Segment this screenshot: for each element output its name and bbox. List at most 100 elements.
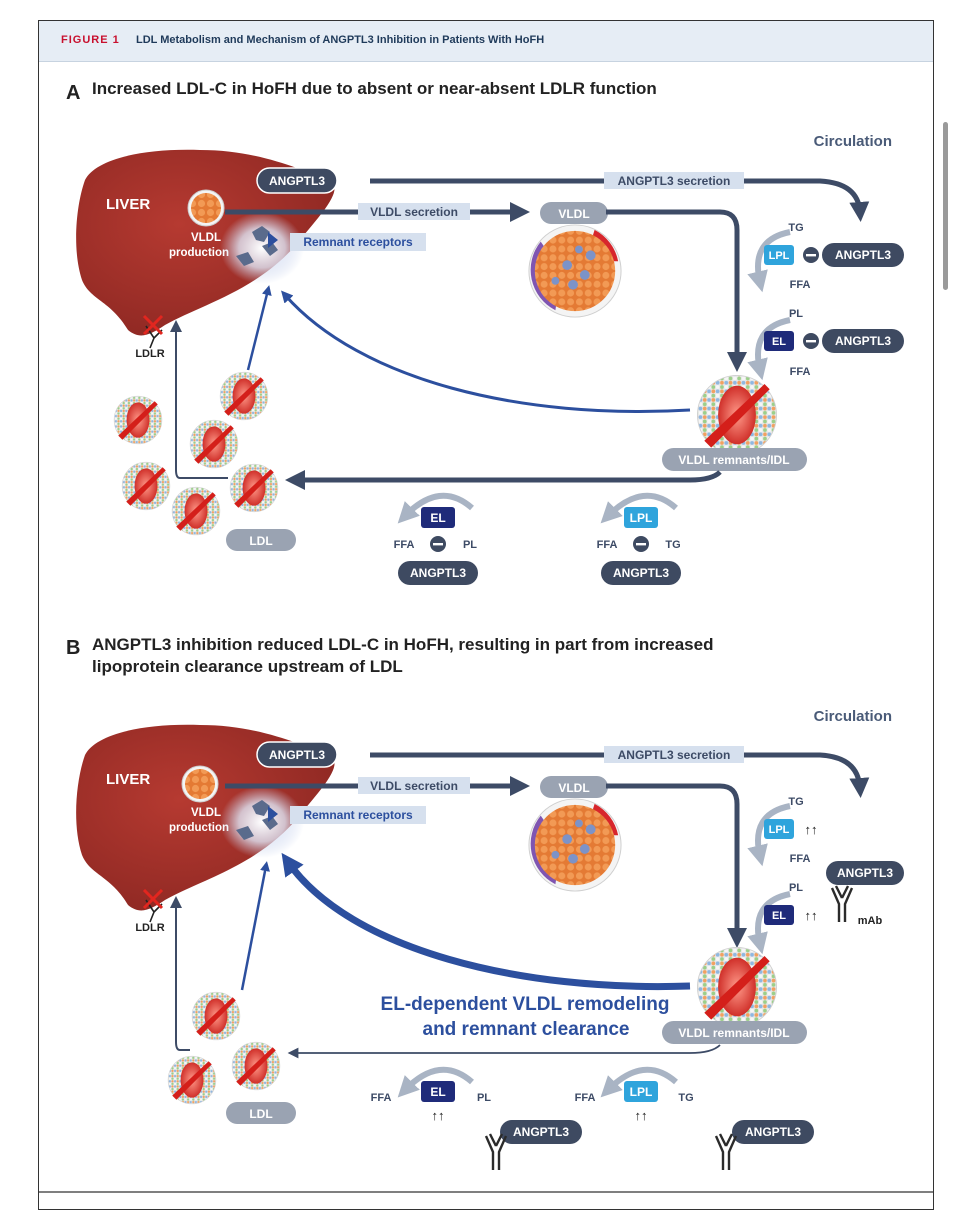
lpl-box-b [764,819,794,839]
tg-bottom-lpl-b: TG [678,1092,693,1104]
lpl-text-a: LPL [769,250,790,262]
remnant-receptors-bg-b [290,806,426,824]
remnant-to-ldl-arrow-b [287,1044,721,1059]
ffa-bottom-lpl-b: FFA [575,1092,596,1104]
el-box-a [764,331,794,351]
angptl3-bottom-el-pill-a [398,561,478,585]
ffa-label-b1: FFA [790,853,811,865]
el-bottom-up-arrows-b: ↑↑ [432,1108,445,1123]
angptl3-text-lpl-a: ANGPTL3 [835,248,891,262]
angptl3-secretion-label-a: ANGPTL3 secretion [618,174,731,188]
panel-b-title-line2: lipoprotein clearance upstream of LDL [92,657,403,676]
remodeling-label-1: EL-dependent VLDL remodeling [381,994,670,1015]
ldl-particle-a4 [121,461,171,511]
vldl-pill-a [540,202,608,224]
remnant-to-ldl-arrow-a [285,470,722,490]
remnant-receptor-shapes-b [236,800,278,840]
remnant-particle-a [697,375,777,455]
liver-vldl-particle-b [181,765,219,803]
lpl-text-b: LPL [769,824,790,836]
lpl-cycle-arrow-b [747,803,791,867]
pl-label-b: PL [789,882,803,894]
ldl-uptake-arrow-a [246,285,272,371]
angptl3-bottom-lpl-text-b: ANGPTL3 [745,1125,801,1139]
vldl-production-a-1: VLDL [191,232,221,244]
el-text-b: EL [772,910,786,922]
pl-bottom-el-b: PL [477,1092,491,1104]
liver-shape-a [76,149,335,336]
ldlr-x-icon-a [142,314,164,336]
lpl-bottom-box-a [624,507,658,528]
remnant-clearance-arrow-a [281,290,691,413]
el-bottom-cycle-b [397,1066,474,1098]
receptor-glow-b [220,786,304,858]
angptl3-bottom-el-text-a: ANGPTL3 [410,566,466,580]
ldlr-blocked-arrow-b [170,896,190,1051]
angptl3-bottom-lpl-pill-a [601,561,681,585]
el-cycle-arrow-a [747,317,791,381]
vldl-to-remnant-arrow-a [606,209,747,372]
remnant-receptor-icon-a [268,232,278,248]
mab-icon-bottom-lpl-b [714,1132,738,1172]
tg-label-b: TG [788,796,803,808]
liver-angptl3-pill-a [256,167,338,194]
pl-bottom-el-a: PL [463,539,477,551]
figure-header: FIGURE 1 LDL Metabolism and Mechanism of… [39,21,933,62]
lpl-bottom-text-a: LPL [630,511,653,525]
figure-label: FIGURE 1 [61,34,120,46]
receptor-glow-a [220,212,304,284]
panel-a-letter: A [66,82,81,104]
lpl-bottom-text-b: LPL [630,1085,653,1099]
ldl-particle-a2 [113,395,163,445]
liver-label-b: LIVER [106,771,150,788]
ldl-text-a: LDL [249,534,272,548]
vldl-to-remnant-arrow-b [606,783,747,948]
vldl-production-b-1: VLDL [191,807,221,819]
lpl-bottom-cycle-b [600,1066,678,1098]
angptl3-secretion-label-bg-a [604,172,744,189]
ldlr-x-icon-b [142,888,164,910]
liver-angptl3-pill-b [256,741,338,768]
ldlr-label-b: LDLR [135,922,164,934]
el-text-a: EL [772,336,786,348]
el-box-b [764,905,794,925]
tg-bottom-lpl-a: TG [665,539,680,551]
panel-b-title-line1: ANGPTL3 inhibition reduced LDL-C in HoFH… [92,635,714,654]
ldl-particle-a5 [229,463,279,513]
vldl-remnants-pill-b [662,1021,807,1044]
panel-a-title: Increased LDL-C in HoFH due to absent or… [92,79,657,98]
ldl-pill-b [226,1102,296,1124]
remnant-receptor-shapes-a [236,226,278,266]
panel-a-diagram: Circulation LIVER VLDL production ANGPTL… [76,133,904,585]
remnant-receptor-icon-b [268,806,278,822]
ldl-particle-a1 [219,371,269,421]
el-bottom-cycle-a [397,492,474,524]
ffa-label-a2: FFA [790,366,811,378]
ldlr-label-a: LDLR [135,348,164,360]
ldlr-blocked-arrow-a [170,320,228,479]
angptl3-pill-mab-b [826,861,904,885]
vldl-secretion-label-bg-b [358,777,470,794]
angptl3-text-mab-b: ANGPTL3 [837,866,893,880]
vldl-secretion-label-b: VLDL secretion [370,779,458,793]
vldl-remnants-text-b: VLDL remnants/IDL [678,1026,789,1040]
circulation-label-a: Circulation [814,133,892,150]
remodeling-label-2: and remnant clearance [423,1019,630,1040]
ldl-particle-a6 [171,486,221,536]
ldl-uptake-arrow-b [240,861,270,991]
angptl3-pill-lpl-a [822,243,904,267]
angptl3-bottom-el-pill-b [500,1120,582,1144]
vldl-production-a-2: production [169,247,229,259]
mab-label-b: mAb [858,915,883,927]
el-bottom-box-a [421,507,455,528]
liver-vldl-particle-a [187,189,225,227]
el-bottom-text-b: EL [430,1085,445,1099]
vldl-particle-a [528,224,622,318]
vldl-secretion-label-bg-a [358,203,470,220]
vldl-remnants-pill-a [662,448,807,471]
angptl3-bottom-lpl-pill-b [732,1120,814,1144]
el-up-arrows-b: ↑↑ [805,908,818,923]
ldl-particle-a3 [189,419,239,469]
scrollbar-thumb[interactable] [943,122,948,290]
